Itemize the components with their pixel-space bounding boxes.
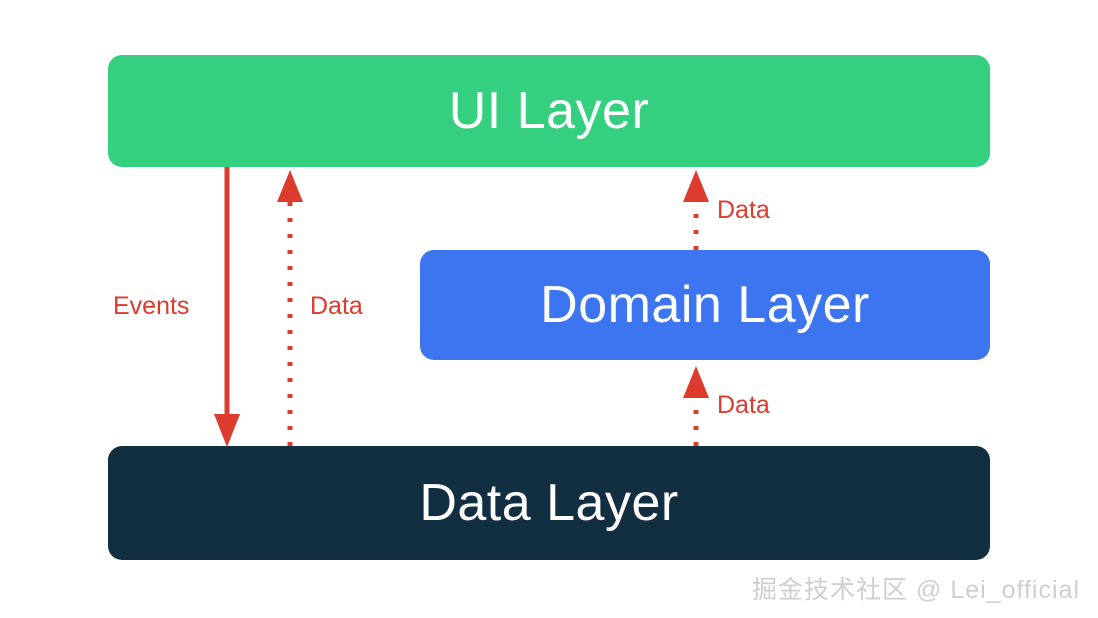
data-edge-label-left: Data xyxy=(310,292,363,320)
events-arrow-ui-to-data xyxy=(214,167,240,447)
data-edge-label-lower-right: Data xyxy=(717,391,770,419)
data-arrowhead-left-up xyxy=(277,170,303,202)
data-edge-label-upper-right: Data xyxy=(717,196,770,224)
data-arrow-domain-to-ui xyxy=(683,170,709,250)
domain-layer-box[interactable]: Domain Layer xyxy=(420,250,990,360)
events-edge-label: Events xyxy=(113,292,190,320)
watermark: 掘金技术社区 @ Lei_official xyxy=(752,576,1080,604)
data-arrow-data-to-domain xyxy=(683,366,709,446)
events-arrowhead-down xyxy=(214,414,240,447)
data-layer-box[interactable]: Data Layer xyxy=(108,446,990,560)
domain-layer-label: Domain Layer xyxy=(540,276,870,334)
data-layer-label: Data Layer xyxy=(419,474,679,532)
ui-layer-label: UI Layer xyxy=(448,82,650,140)
data-arrow-data-to-ui xyxy=(277,170,303,446)
data-arrowhead-upper-right-up xyxy=(683,170,709,202)
ui-layer-box[interactable]: UI Layer xyxy=(108,55,990,167)
data-arrowhead-lower-right-up xyxy=(683,366,709,398)
